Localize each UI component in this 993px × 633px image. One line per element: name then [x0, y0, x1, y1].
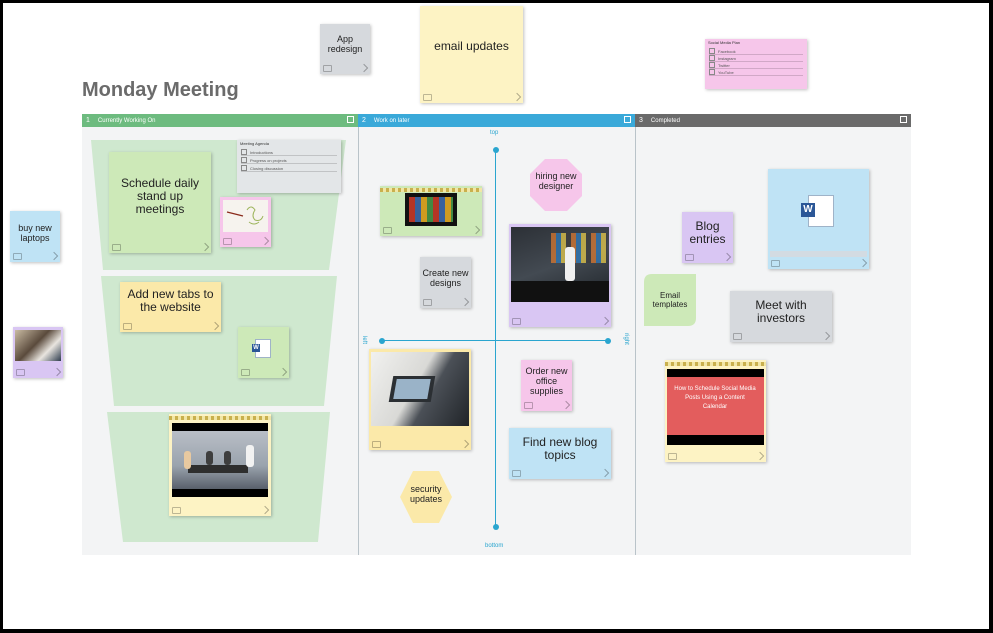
photo-card-laptop[interactable] [369, 349, 471, 450]
checklist-item[interactable]: Twitter [709, 62, 803, 69]
axis-handle[interactable] [379, 338, 385, 344]
file-name-bar [770, 251, 867, 257]
axis-label-left: left [361, 335, 368, 345]
checklist-item-label: Twitter [718, 62, 730, 68]
note-email-templates-shape[interactable] [644, 274, 696, 326]
note-app-redesign[interactable]: App redesign [320, 24, 370, 74]
video-card-blog[interactable]: How to Schedule Social Media Posts Using… [665, 360, 766, 462]
axis-handle[interactable] [605, 338, 611, 344]
checklist-title: Social Media Plan [708, 40, 741, 45]
note-security-updates: security updates [409, 484, 443, 504]
word-document-icon: W [801, 195, 834, 227]
agenda-item-label: Introductions [250, 149, 273, 155]
note-order-supplies[interactable]: Order new office supplies [521, 360, 572, 411]
note-security-updates-shape[interactable] [400, 471, 452, 523]
note-meet-investors[interactable]: Meet with investors [730, 291, 832, 342]
column-divider [635, 127, 636, 555]
animated-meeting-image [172, 423, 268, 497]
axis-label-right: right [622, 333, 629, 345]
column-divider [358, 127, 359, 555]
quadrant-horizontal-axis [382, 340, 608, 341]
checkbox-icon[interactable] [709, 62, 715, 68]
agenda-item-label: Closing discussion [250, 165, 284, 171]
presentation-photo [511, 227, 609, 302]
edit-column-icon[interactable] [624, 116, 631, 123]
note-create-new-designs[interactable]: Create new designs [420, 257, 471, 308]
checklist-item[interactable]: YouTube [709, 69, 803, 76]
word-file-card-small[interactable]: W [238, 327, 289, 378]
axis-label-top: top [490, 130, 499, 136]
photo-card-presentation[interactable] [509, 224, 611, 327]
note-add-new-tabs[interactable]: Add new tabs to the website [120, 282, 221, 332]
note-hiring-designer-shape[interactable] [530, 159, 582, 211]
checkbox-icon[interactable] [709, 69, 715, 75]
edit-column-icon[interactable] [347, 116, 354, 123]
video-card-collage[interactable] [380, 186, 482, 236]
note-schedule-standups[interactable]: Schedule daily stand up meetings [109, 152, 211, 253]
checkbox-icon[interactable] [241, 165, 247, 171]
team-photo [15, 330, 61, 361]
checklist-item[interactable]: Instagram [709, 55, 803, 62]
note-blog-entries[interactable]: Blog entries [682, 212, 733, 263]
blog-post-title: How to Schedule Social Media Posts Using… [674, 386, 756, 410]
edit-column-icon[interactable] [900, 116, 907, 123]
checkbox-icon[interactable] [709, 48, 715, 54]
photo-card-team[interactable] [13, 327, 63, 378]
checklist-item-label: Instagram [718, 55, 736, 61]
checkbox-icon[interactable] [241, 149, 247, 155]
agenda-item[interactable]: Closing discussion [241, 165, 337, 172]
column-header-1[interactable]: 1 Currently Working On [82, 114, 358, 127]
checklist-item[interactable]: Facebook [709, 48, 803, 55]
checkbox-icon[interactable] [709, 55, 715, 61]
agenda-title: Meeting Agenda [240, 141, 269, 146]
column-header-2[interactable]: 2 Work on later [358, 114, 635, 127]
agenda-item[interactable]: Progress on projects [241, 157, 337, 164]
checklist-item-label: Facebook [718, 48, 736, 54]
checklist-item-label: YouTube [718, 69, 734, 75]
laptop-photo [371, 352, 469, 426]
axis-handle[interactable] [493, 524, 499, 530]
agenda-item-label: Progress on projects [250, 157, 287, 163]
column-header-3[interactable]: 3 Completed [635, 114, 911, 127]
note-hiring-designer: hiring new designer [535, 171, 577, 191]
sketch-card[interactable] [220, 197, 271, 247]
video-card-meeting[interactable] [169, 414, 271, 516]
note-email-templates: Email templates [652, 291, 688, 309]
axis-label-bottom: bottom [485, 543, 504, 549]
checkbox-icon[interactable] [241, 157, 247, 163]
note-email-updates[interactable]: email updates [420, 6, 523, 103]
quadrant-vertical-axis [495, 149, 496, 527]
blog-post-thumbnail: How to Schedule Social Media Posts Using… [667, 369, 764, 445]
whiteboard-canvas[interactable]: Monday Meeting App redesign email update… [3, 3, 989, 629]
word-file-card[interactable]: W [768, 169, 869, 269]
agenda-item[interactable]: Introductions [241, 149, 337, 156]
note-find-blog-topics[interactable]: Find new blog topics [509, 428, 611, 479]
handwriting-sketch [223, 200, 268, 232]
word-document-icon: W [252, 339, 271, 358]
collage-image [405, 193, 457, 226]
board-title: Monday Meeting [82, 79, 239, 101]
axis-handle[interactable] [493, 147, 499, 153]
note-buy-new-laptops[interactable]: buy new laptops [10, 211, 60, 262]
